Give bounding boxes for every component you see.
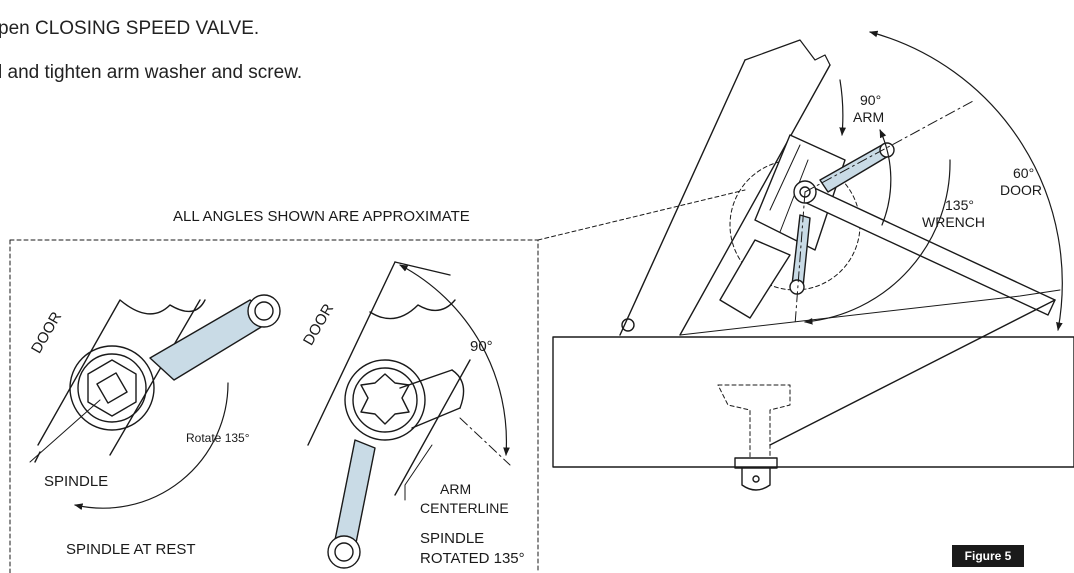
wrench-angle-text: WRENCH xyxy=(922,214,985,230)
ninety-degree-label: 90° xyxy=(470,338,493,355)
wrench-at-rest xyxy=(149,294,281,381)
zoom-leader-line xyxy=(537,189,746,241)
door-angle-label: 60° xyxy=(1013,165,1035,181)
instruction-line-1: pen CLOSING SPEED VALVE. xyxy=(0,18,260,39)
detail-inset-frame xyxy=(9,239,539,573)
spindle-rotated-detail xyxy=(307,261,511,569)
spindle-rotated-caption-2: ROTATED 135° xyxy=(420,550,525,567)
spindle-rotated-caption-1: SPINDLE xyxy=(420,530,485,547)
wrench-rotated xyxy=(327,439,376,569)
arm-angle-label: 90° xyxy=(860,92,882,108)
door-angle-text: DOOR xyxy=(1000,182,1042,198)
instruction-line-2: l and tighten arm washer and screw. xyxy=(0,62,303,83)
spindle-label: SPINDLE xyxy=(44,473,109,490)
closer-top-view xyxy=(552,30,1074,491)
arm-label: ARM xyxy=(440,481,472,497)
figure-label-badge: Figure 5 xyxy=(952,545,1024,567)
approximate-angles-note: ALL ANGLES SHOWN ARE APPROXIMATE xyxy=(173,208,470,225)
centerline-label: CENTERLINE xyxy=(420,500,509,516)
spindle-at-rest-caption: SPINDLE AT REST xyxy=(66,541,196,558)
spindle-at-rest-detail xyxy=(29,294,281,510)
arm-angle-text: ARM xyxy=(853,109,885,125)
wrench-angle-label: 135° xyxy=(945,197,974,213)
rotate-label: Rotate 135° xyxy=(186,431,250,445)
